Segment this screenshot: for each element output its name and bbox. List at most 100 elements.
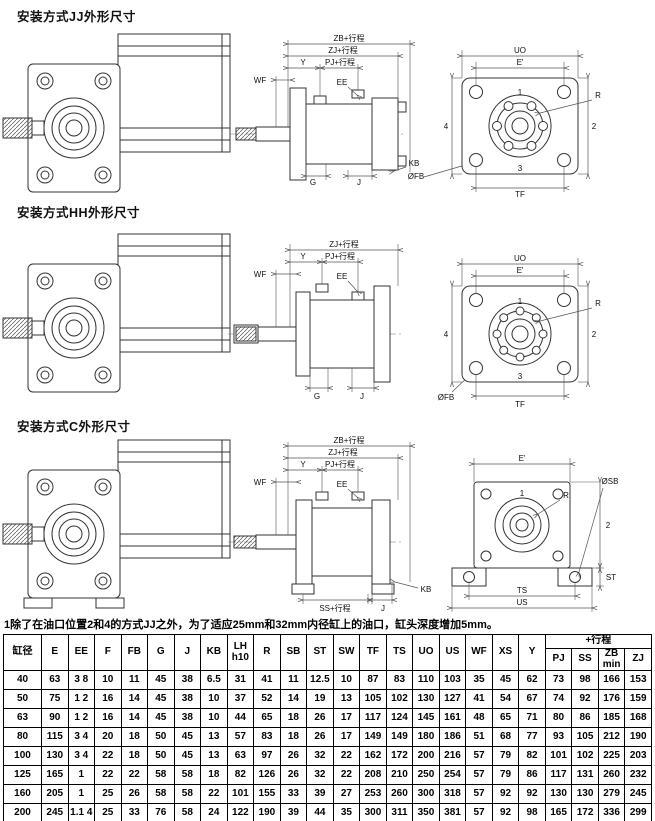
table-cell: 105 [359,689,387,709]
table-cell: 110 [412,670,440,690]
table-cell: 172 [385,746,414,766]
table-cell: 75 [41,689,69,709]
table-cell: 203 [624,746,652,766]
table-cell: 35 [332,803,361,821]
table-cell: 77 [518,727,546,747]
table-cell: 381 [438,803,467,821]
table-cell: 17 [332,727,361,747]
table-cell: 300 [359,803,387,821]
column-header: SB [279,634,308,671]
table-cell: 83 [253,727,281,747]
table-cell: 101 [226,784,255,804]
dim-label-r: R [595,91,601,100]
table-cell: 185 [597,708,626,728]
dim-label-ts: TS [517,586,527,595]
table-cell: 200 [3,803,42,821]
table-cell: 35 [465,670,493,690]
table-cell: 22 [200,784,228,804]
table-cell: 92 [518,784,546,804]
table-cell: 190 [253,803,281,821]
port-number-1: 1 [518,297,523,306]
table-cell: 92 [491,803,520,821]
table-cell: 18 [279,727,308,747]
table-cell: 98 [571,670,599,690]
table-cell: 102 [571,746,599,766]
table-cell: 93 [544,727,573,747]
column-header: UO [412,634,440,671]
table-cell: 45 [173,746,202,766]
table-cell: 149 [359,727,387,747]
dim-label-r: R [563,491,569,500]
table-cell: 22 [332,765,361,785]
table-cell: 33 [279,784,308,804]
column-header: J [173,634,202,671]
table-cell: 279 [597,784,626,804]
table-cell: 10 [200,708,228,728]
table-cell: 26 [306,727,334,747]
table-cell: 57 [465,765,493,785]
column-header: EE [67,634,96,671]
table-cell: 71 [518,708,546,728]
table-cell: 54 [491,689,520,709]
port-number-3: 3 [518,164,523,173]
table-cell: 155 [253,784,281,804]
table-cell: 86 [518,765,546,785]
c-dimension-drawing: ZB+行程 ZJ+行程 Y PJ+行程 WF EE SS+行程 J KB [2,435,619,613]
dim-label-fb: ØFB [408,172,424,181]
column-header: ST [306,634,334,671]
dim-label-zj: ZJ+行程 [328,45,358,55]
table-cell: 68 [491,727,520,747]
dim-label-kb: KB [421,585,432,594]
port-number-2: 2 [592,330,597,339]
dim-label-wf: WF [254,270,267,279]
table-cell: 45 [491,670,520,690]
table-cell: 1 2 [67,689,96,709]
table-cell: 58 [147,765,175,785]
column-header: TF [359,634,387,671]
column-header: TS [385,634,414,671]
jj-side-view: ZB+行程 ZJ+行程 Y PJ+行程 WF EE G J KB ØFB [230,33,472,187]
table-cell: 122 [226,803,255,821]
table-cell: 13 [332,689,361,709]
table-cell: 38 [173,708,202,728]
table-cell: 22 [94,765,122,785]
dim-label-ee: EE [337,480,348,489]
table-cell: 11 [120,670,149,690]
table-cell: 58 [173,765,202,785]
dim-label-e: E' [519,454,526,463]
table-cell: 159 [624,689,652,709]
dim-label-zb: ZB+行程 [334,435,365,445]
table-cell: 67 [518,689,546,709]
dim-label-pj: PJ+行程 [325,251,355,261]
table-cell: 14 [120,708,149,728]
table-cell: 101 [544,746,573,766]
table-cell: 1.1 4 [67,803,96,821]
table-cell: 20 [94,727,122,747]
dim-label-pj: PJ+行程 [325,459,355,469]
dim-label-sb: ØSB [602,477,619,486]
dim-label-ee: EE [337,78,348,87]
table-cell: 102 [385,689,414,709]
table-cell: 12.5 [306,670,334,690]
column-header: XS [491,634,520,671]
dim-label-e: E' [517,266,524,275]
table-cell: 10 [94,670,122,690]
table-cell: 14 [279,689,308,709]
column-header: WF [465,634,493,671]
table-cell: 245 [41,803,69,821]
table-cell: 57 [226,727,255,747]
dim-label-j: J [357,178,361,187]
table-cell: 165 [544,803,573,821]
table-cell: 130 [544,784,573,804]
table-cell: 79 [491,746,520,766]
column-header: US [438,634,467,671]
column-header: SW [332,634,361,671]
table-cell: 166 [597,670,626,690]
